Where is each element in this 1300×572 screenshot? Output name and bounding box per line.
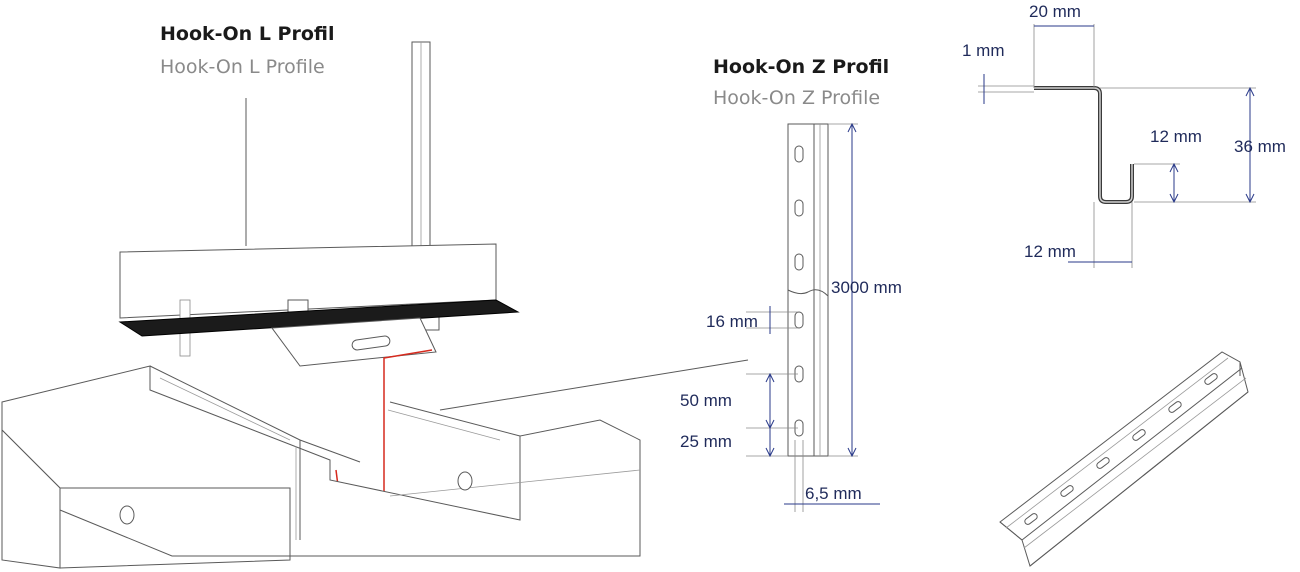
slot-spacing-dimension: 50 mm: [680, 372, 798, 430]
z-profile-strip: [787, 123, 829, 457]
slot-height-label: 16 mm: [706, 312, 758, 331]
slot-offset-label: 25 mm: [680, 432, 732, 451]
slot-offset-dimension: 25 mm: [680, 428, 788, 458]
z-profile-title-en: Hook-On Z Profile: [713, 87, 880, 109]
height-label: 36 mm: [1234, 137, 1286, 156]
l-to-z-leader: [439, 359, 749, 411]
l-profile-band: [118, 299, 520, 337]
red-section-line: [335, 349, 433, 503]
ceiling-panel: [1, 365, 641, 569]
web-width-label: 6,5 mm: [805, 484, 862, 503]
length-dimension: 3000 mm: [828, 122, 902, 458]
z-section-shape: [1034, 86, 1134, 204]
length-label: 3000 mm: [831, 278, 902, 297]
z-profile-title-de: Hook-On Z Profil: [713, 56, 889, 78]
l-profile-title-de: Hook-On L Profil: [160, 23, 335, 45]
z-profile-elevation: Hook-On Z Profil Hook-On Z Profile 3000 …: [680, 56, 902, 512]
web-width-dimension: 6,5 mm: [784, 440, 880, 512]
l-profile-title-en: Hook-On L Profile: [160, 56, 325, 78]
slot-spacing-label: 50 mm: [680, 391, 732, 410]
cross-section: 20 mm 1 mm 36 mm 12 mm 12 mm: [962, 2, 1286, 268]
thickness-label: 1 mm: [962, 41, 1005, 60]
z-3d-slots: [1024, 373, 1218, 525]
lip-height-label: 12 mm: [1150, 127, 1202, 146]
z-profile-3d: [999, 351, 1249, 567]
l-profile-assembly: Hook-On L Profil Hook-On L Profile: [1, 23, 749, 569]
bottom-flange-label: 12 mm: [1024, 242, 1076, 261]
top-flange-label: 20 mm: [1029, 2, 1081, 21]
slot-height-dimension: 16 mm: [706, 306, 798, 334]
slotted-strip: [271, 317, 437, 367]
